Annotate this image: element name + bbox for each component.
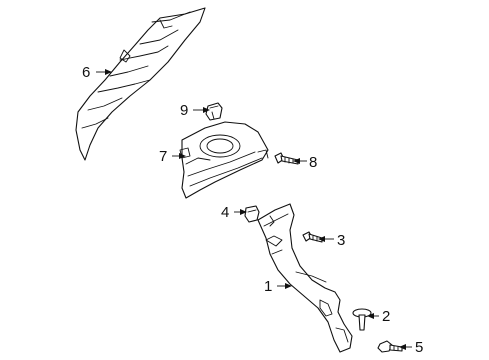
part-7-speaker-housing [179,121,269,199]
callout-9: 9 [180,102,188,119]
callout-4: 4 [221,204,229,221]
callout-2: 2 [382,308,390,325]
leader-lines [96,69,412,350]
callout-1: 1 [264,278,272,295]
part-6-trim-panel [75,7,206,161]
part-3-screw [302,231,323,243]
callout-3: 3 [337,232,345,249]
callout-7: 7 [159,148,167,165]
callout-8: 8 [309,154,317,171]
part-2-push-pin [352,308,372,331]
part-1-lower-trim [257,203,353,353]
part-8-screw [274,152,299,165]
part-9-clip [205,102,223,121]
callout-5: 5 [415,339,423,356]
callout-6: 6 [82,64,90,81]
part-4-clip [244,205,260,223]
part-5-screw [377,340,403,353]
